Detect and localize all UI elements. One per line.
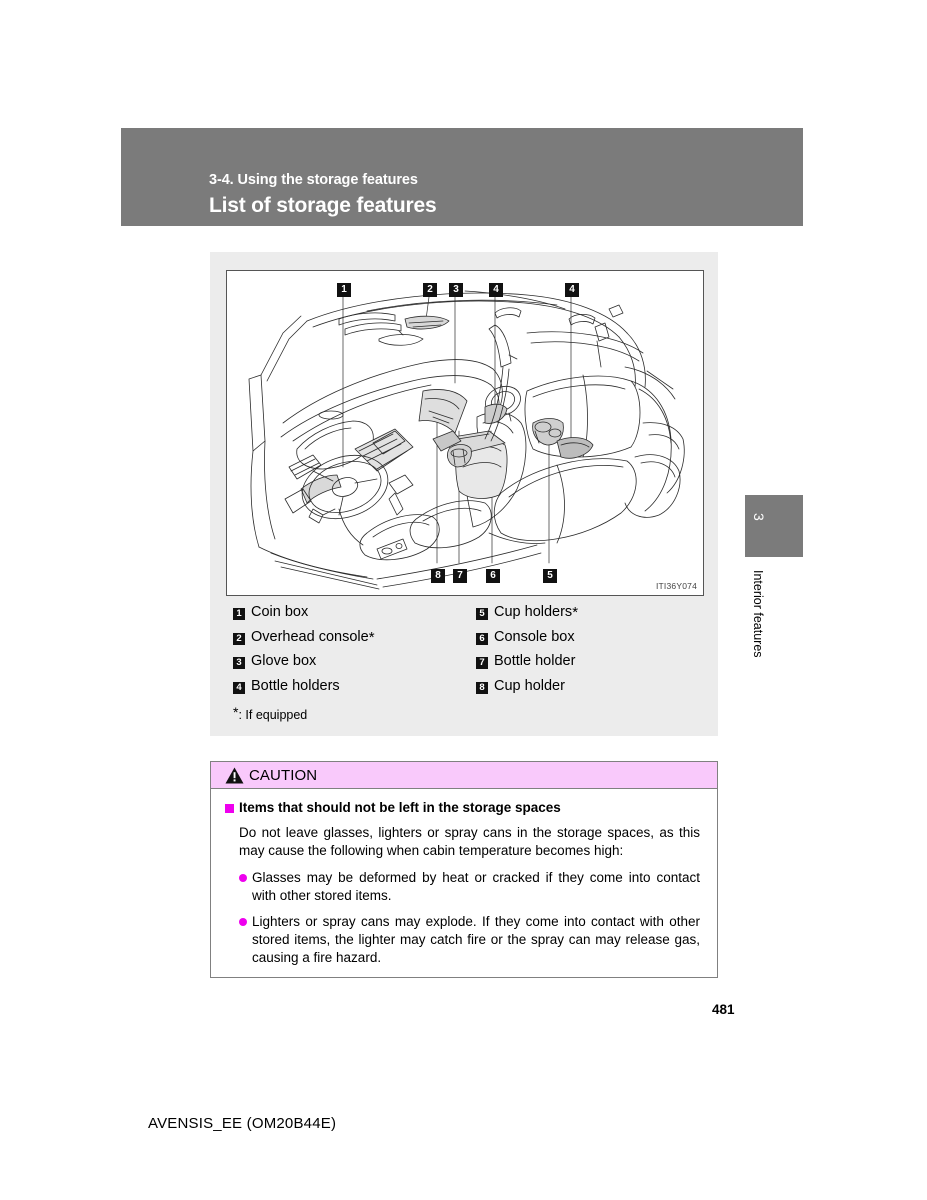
- document-footer: AVENSIS_EE (OM20B44E): [148, 1115, 337, 1132]
- caution-subheading: Items that should not be left in the sto…: [239, 800, 561, 815]
- legend-item-cup-holder: 8 Cup holder: [476, 678, 711, 703]
- figure-callout-7: 7: [453, 569, 467, 583]
- legend-item-bottle-holder: 7 Bottle holder: [476, 653, 711, 678]
- illustration-box: 1 2 3 4 4 8 7 6 5 ITI36Y074: [226, 270, 704, 596]
- caution-box: CAUTION Items that should not be left in…: [210, 761, 718, 978]
- caution-heading: CAUTION: [249, 766, 318, 784]
- caution-bullet-2: Lighters or spray cans may explode. If t…: [239, 913, 700, 967]
- figure-callout-8: 8: [431, 569, 445, 583]
- legend-star-2: *: [368, 628, 375, 646]
- figure-callout-5: 5: [543, 569, 557, 583]
- page-header-band: 3-4. Using the storage features List of …: [121, 128, 803, 226]
- dot-bullet-icon: [239, 874, 247, 882]
- legend-number-3: 3: [233, 657, 245, 669]
- caution-bullet-2-text: Lighters or spray cans may explode. If t…: [252, 914, 700, 965]
- warning-triangle-icon: [225, 767, 244, 783]
- figure-callout-1: 1: [337, 283, 351, 297]
- legend-number-2: 2: [233, 632, 245, 645]
- square-bullet-icon: [225, 804, 234, 813]
- dot-bullet-icon: [239, 918, 247, 926]
- legend-label-coin-box: Coin box: [251, 604, 309, 620]
- legend-item-console-box: 6 Console box: [476, 629, 711, 654]
- figure-callout-4a: 4: [489, 283, 503, 297]
- legend-footnote-text: : If equipped: [238, 708, 308, 722]
- legend-label-overhead-console: Overhead console: [251, 628, 369, 645]
- legend-number-8: 8: [476, 681, 488, 694]
- header-section-label: 3-4. Using the storage features: [209, 172, 418, 188]
- caution-paragraph: Do not leave glasses, lighters or spray …: [239, 825, 700, 858]
- legend-number-4: 4: [233, 681, 245, 694]
- legend-column-left: 1 Coin box 2 Overhead console* 3 Glove b…: [233, 604, 468, 702]
- legend-label-glove-box: Glove box: [251, 653, 317, 669]
- caution-subheading-row: Items that should not be left in the sto…: [225, 800, 704, 815]
- figure-panel: 1 2 3 4 4 8 7 6 5 ITI36Y074 1 Coin box 2…: [210, 252, 718, 736]
- chapter-tab-number: 3: [751, 513, 767, 521]
- legend-number-1: 1: [233, 608, 245, 620]
- legend-item-coin-box: 1 Coin box: [233, 604, 468, 629]
- figure-code: ITI36Y074: [655, 581, 697, 591]
- caution-body: Items that should not be left in the sto…: [211, 789, 717, 967]
- caution-bullet-1: Glasses may be deformed by heat or crack…: [239, 869, 700, 905]
- legend-label-bottle-holder: Bottle holder: [494, 653, 576, 669]
- caution-bullet-1-text: Glasses may be deformed by heat or crack…: [252, 870, 700, 903]
- legend-label-cup-holders: Cup holders: [494, 604, 573, 620]
- chapter-tab: 3: [745, 495, 803, 557]
- legend-footnote: *: If equipped: [233, 704, 307, 722]
- caution-header: CAUTION: [211, 762, 717, 789]
- page-number: 481: [712, 1002, 735, 1017]
- figure-callout-2: 2: [423, 283, 437, 297]
- legend-label-cup-holder: Cup holder: [494, 677, 565, 694]
- legend-column-right: 5 Cup holders* 6 Console box 7 Bottle ho…: [476, 604, 711, 702]
- legend-label-bottle-holders: Bottle holders: [251, 677, 340, 694]
- page-title: List of storage features: [209, 194, 437, 217]
- car-interior-illustration: [248, 290, 685, 590]
- legend-number-6: 6: [476, 632, 488, 645]
- legend-star-5: *: [572, 604, 579, 621]
- legend-item-cup-holders: 5 Cup holders*: [476, 604, 711, 629]
- legend-label-console-box: Console box: [494, 628, 575, 645]
- legend-number-5: 5: [476, 608, 488, 620]
- legend-item-overhead-console: 2 Overhead console*: [233, 629, 468, 654]
- figure-callout-3: 3: [449, 283, 463, 297]
- chapter-tab-label: Interior features: [751, 570, 765, 658]
- legend-item-glove-box: 3 Glove box: [233, 653, 468, 678]
- figure-callout-4b: 4: [565, 283, 579, 297]
- legend-item-bottle-holders: 4 Bottle holders: [233, 678, 468, 703]
- figure-callout-6: 6: [486, 569, 500, 583]
- legend-footnote-star: *: [233, 704, 239, 720]
- legend-number-7: 7: [476, 657, 488, 669]
